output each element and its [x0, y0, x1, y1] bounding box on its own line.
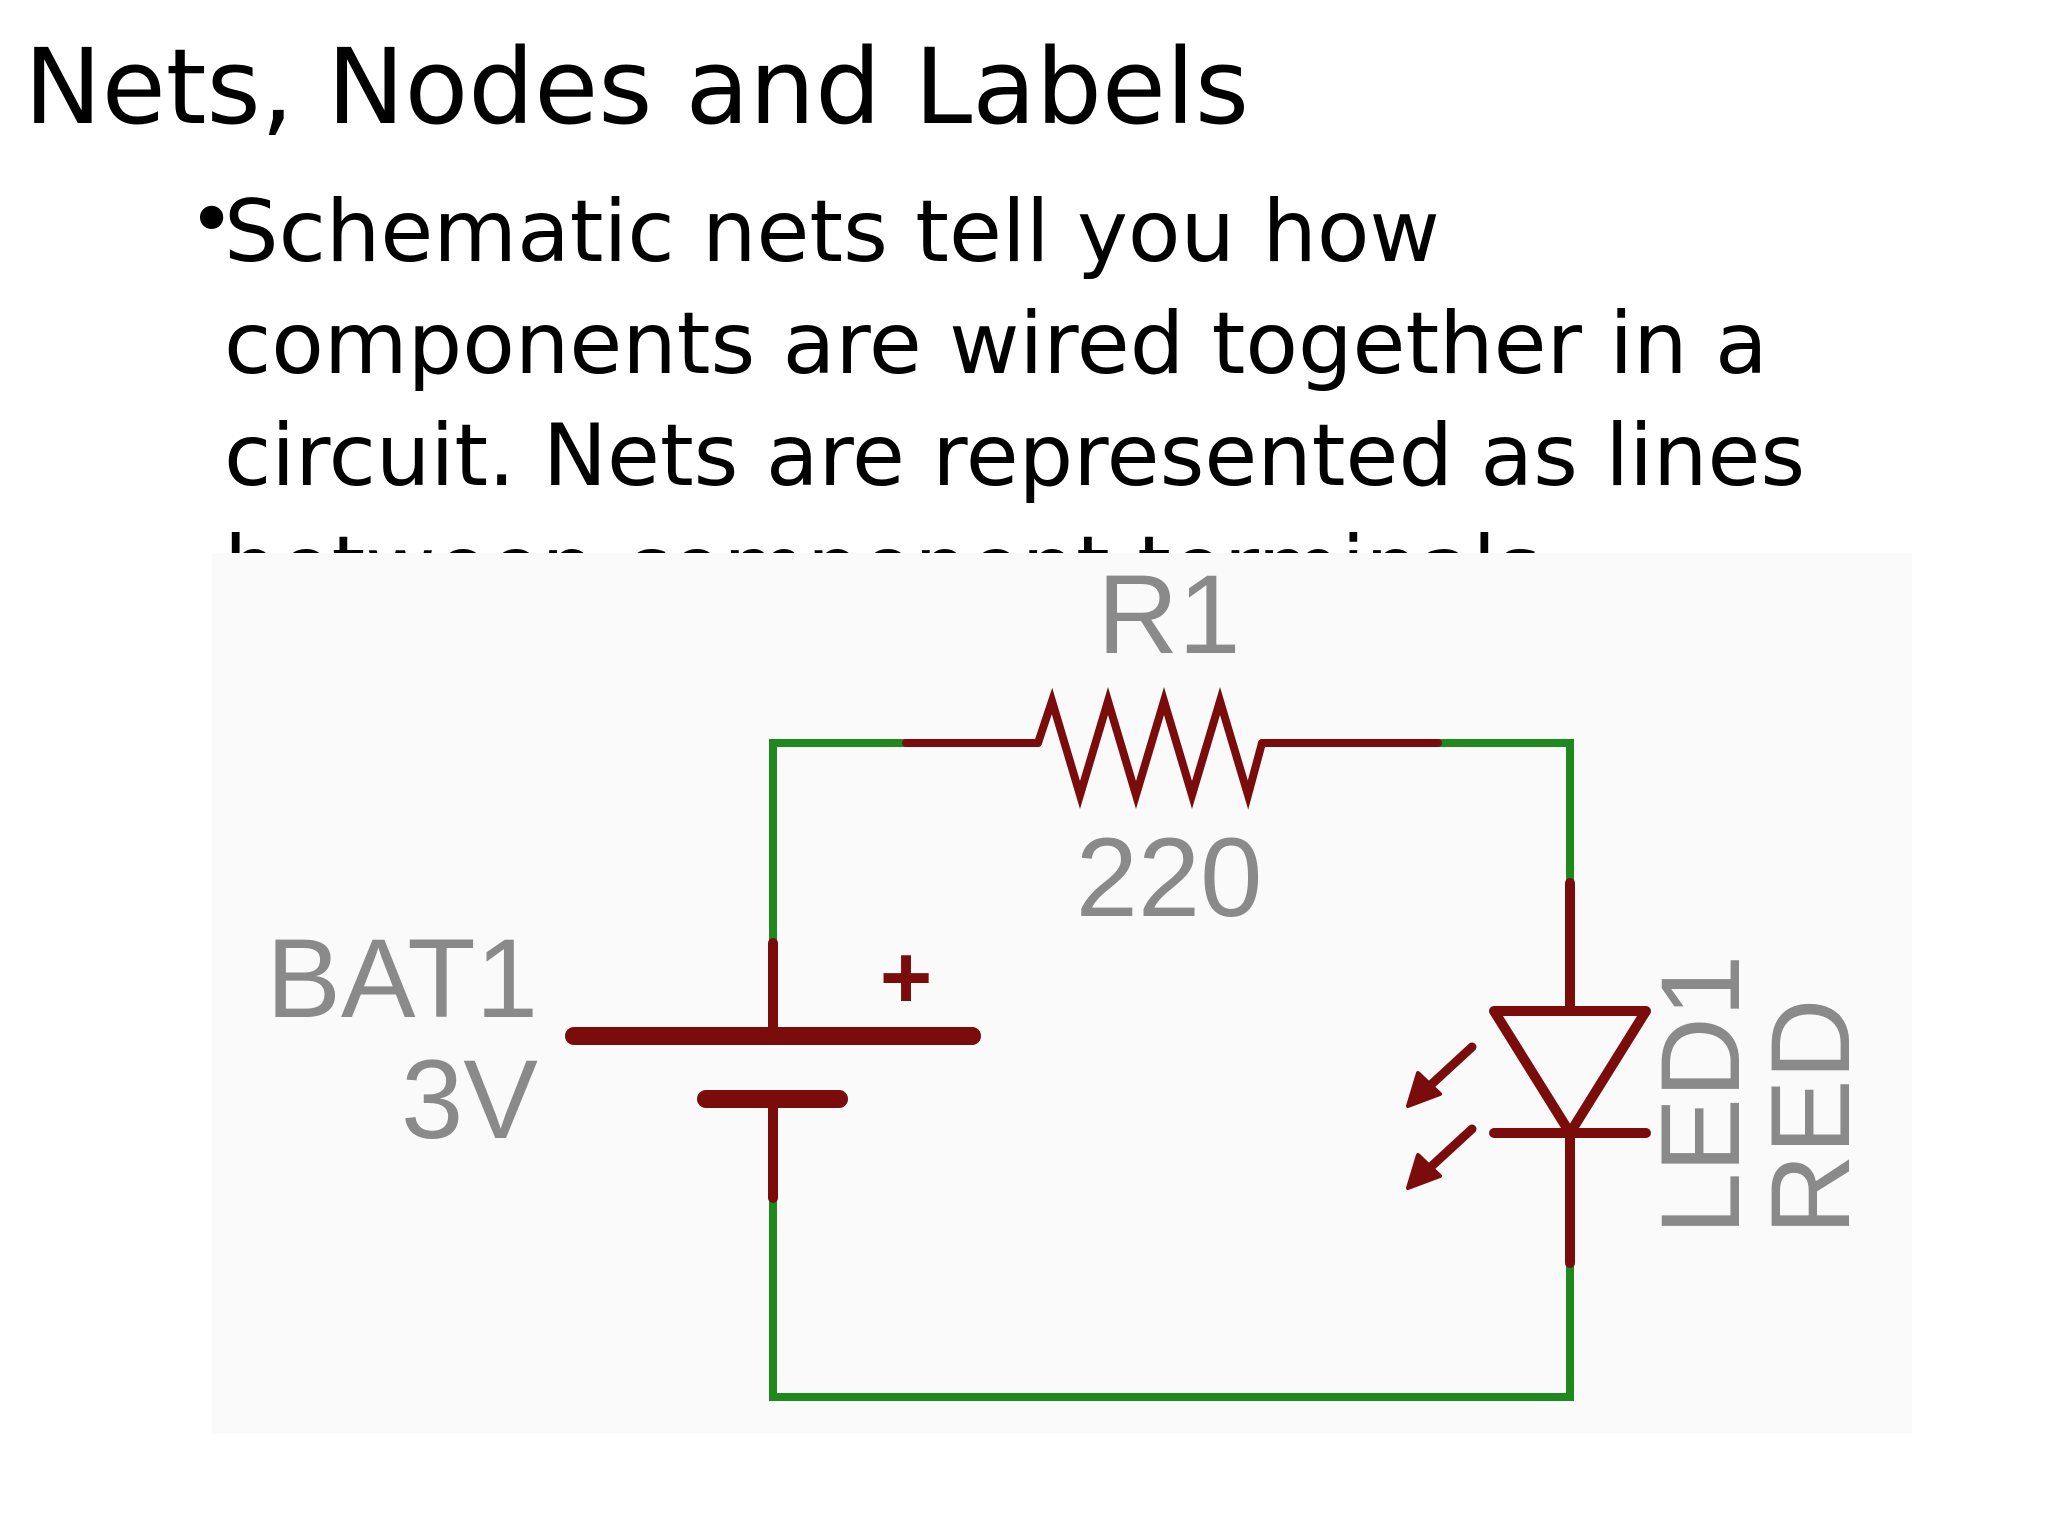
led-value-label: RED: [1748, 999, 1873, 1235]
schematic-background: [212, 553, 1912, 1433]
led-light-arrows-icon: [1406, 1042, 1477, 1190]
led-ref-label: LED1: [1638, 955, 1763, 1235]
led-led1: [1489, 878, 1651, 1268]
nets: [769, 739, 1574, 1401]
circuit-schematic: + R1 220 BAT1 3V LED1 RED: [212, 553, 1912, 1433]
bullet-icon: •: [188, 176, 236, 266]
battery-bat1: [565, 938, 981, 1203]
battery-plus-sign: +: [880, 928, 933, 1028]
resistor-ref-label: R1: [1097, 553, 1240, 677]
resistor-r1: [902, 686, 1442, 810]
resistor-value-label: 220: [1076, 815, 1263, 940]
slide-title: Nets, Nodes and Labels: [24, 26, 1249, 148]
bullet-point: • Schematic nets tell you how components…: [188, 176, 1948, 554]
bullet-text: Schematic nets tell you how components a…: [224, 182, 1806, 553]
battery-value-label: 3V: [401, 1037, 538, 1162]
battery-ref-label: BAT1: [266, 916, 538, 1041]
